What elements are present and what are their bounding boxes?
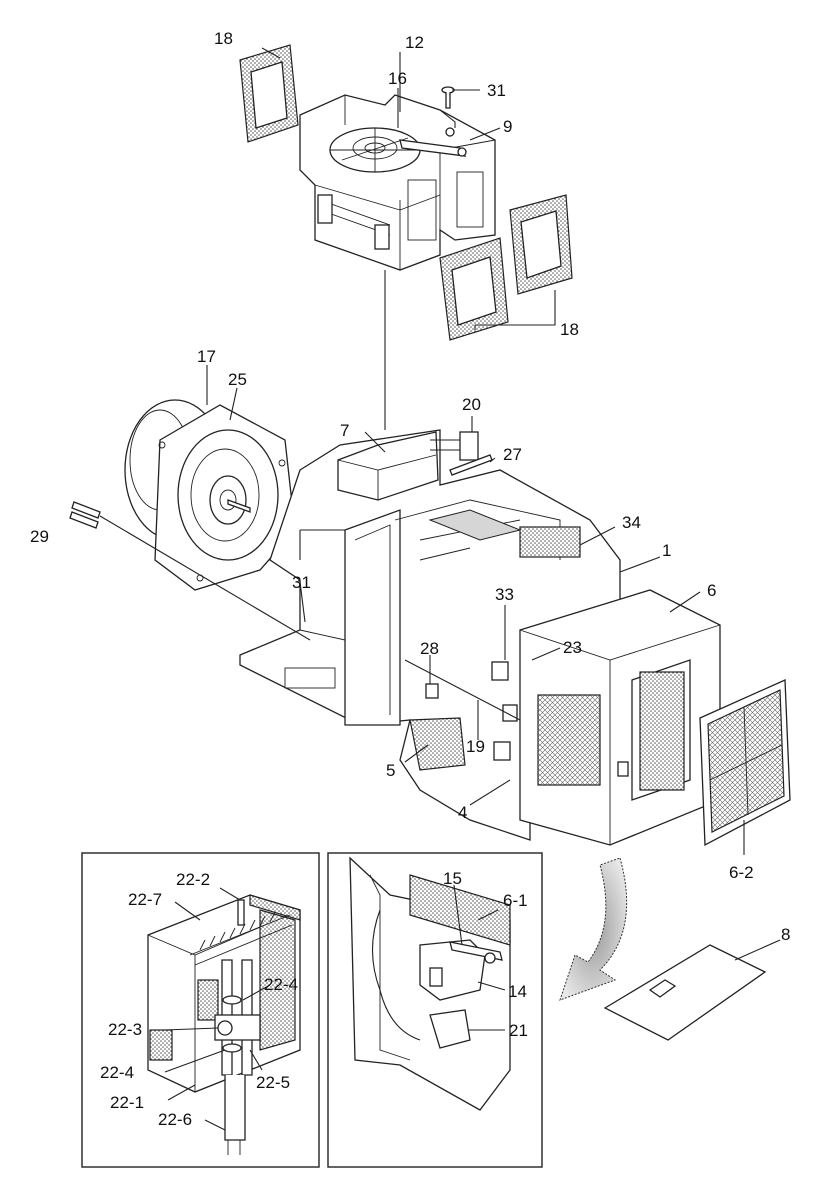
duct-5 [409,717,466,771]
callout-22-2: 22-2 [176,870,210,889]
gasket-18-pair [439,194,573,341]
callout-25: 25 [228,370,247,389]
callout-28: 28 [420,639,439,658]
callout-34: 34 [622,513,641,532]
callout-29: 29 [30,527,49,546]
callout-12: 12 [405,33,424,52]
callout-22-4-bottom: 22-4 [100,1063,134,1082]
damper-lever [399,109,467,157]
callout-22-5: 22-5 [256,1073,290,1092]
callout-18-pair: 18 [560,320,579,339]
clip-28 [425,683,439,699]
detail-box-actuator [327,852,543,1168]
blower-fan [329,127,421,173]
callout-17: 17 [197,347,216,366]
callout-4: 4 [458,803,467,822]
callout-22-3: 22-3 [108,1020,142,1039]
callout-14: 14 [508,982,527,1001]
callout-15: 15 [443,869,462,888]
callout-6-2: 6-2 [729,863,754,882]
gasket-18-top [239,44,299,143]
callout-5: 5 [386,761,395,780]
callout-19: 19 [466,737,485,756]
actuator-detail [349,856,511,1111]
callout-labels: 18 12 31 16 9 18 17 25 20 7 27 34 29 31 … [30,29,790,1129]
callout-6: 6 [707,581,716,600]
callout-16: 16 [388,69,407,88]
screw-22-2 [237,899,245,926]
plate-8 [603,944,767,1041]
callout-31-mid: 31 [292,573,311,592]
callout-33: 33 [495,585,514,604]
callout-7: 7 [340,421,349,440]
callout-1: 1 [662,541,671,560]
detail-box-evaporator [81,852,320,1168]
curved-down-arrow-icon [559,857,628,1001]
callout-22-6: 22-6 [158,1110,192,1129]
filter-housing [519,589,721,846]
callout-20: 20 [462,395,481,414]
expansion-valve-22-3 [214,959,261,1155]
callout-22-1: 22-1 [110,1093,144,1112]
callout-31-top: 31 [487,81,506,100]
callout-22-7: 22-7 [128,890,162,909]
blower-motor [124,399,296,591]
callout-18-top: 18 [214,29,233,48]
callout-21: 21 [509,1021,528,1040]
callout-6-1: 6-1 [503,891,528,910]
leader-lines [99,47,745,855]
filter-6-2 [699,679,791,847]
callout-8: 8 [781,925,790,944]
connector-20 [430,431,479,461]
callout-27: 27 [503,445,522,464]
callout-23: 23 [563,638,582,657]
callout-22-4-top: 22-4 [264,975,298,994]
detail-leader-lines [164,884,781,1131]
callout-9: 9 [503,117,512,136]
rod-19 [404,659,521,721]
bolts-29 [69,501,101,529]
